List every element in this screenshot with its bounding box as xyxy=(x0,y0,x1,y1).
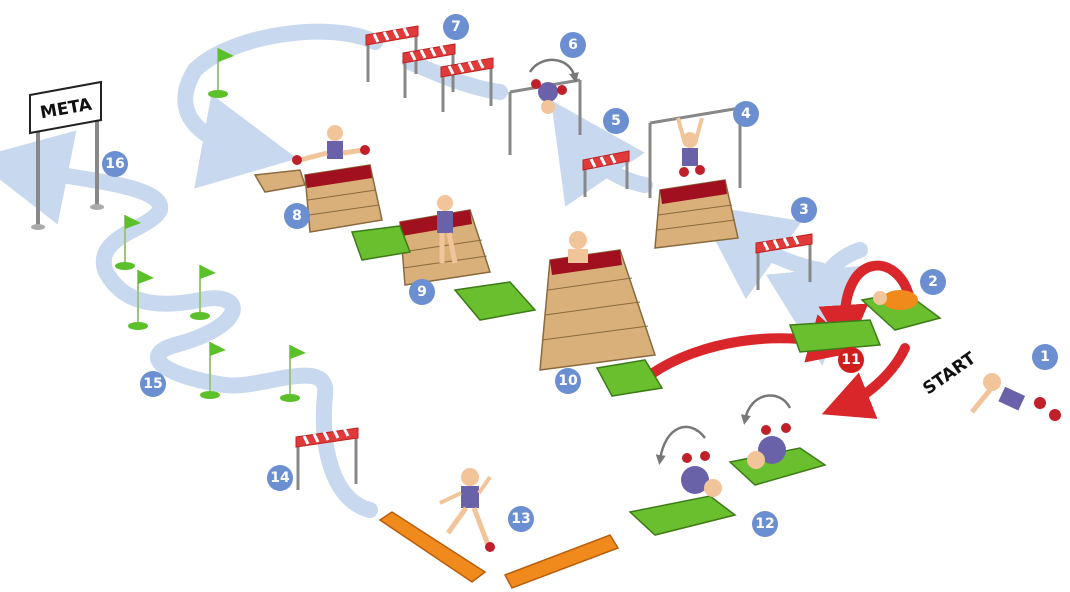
vault-box-8 xyxy=(305,165,382,232)
beam-left xyxy=(380,512,485,582)
station-marker-8: 8 xyxy=(284,203,310,229)
athlete-icon xyxy=(681,451,722,497)
mat-9-10 xyxy=(455,282,535,320)
station-number: 4 xyxy=(741,106,751,122)
station-marker-13: 13 xyxy=(508,506,534,532)
athlete-icon xyxy=(678,118,705,177)
station-number: 1 xyxy=(1040,349,1050,365)
station-number: 16 xyxy=(105,156,124,172)
mat-10 xyxy=(597,360,662,396)
station-marker-16: 16 xyxy=(102,151,128,177)
station-number: 14 xyxy=(270,470,290,486)
rotate-arrow-6 xyxy=(530,60,575,78)
athlete-icon xyxy=(292,125,370,165)
station-number: 15 xyxy=(143,376,162,392)
mat-12a xyxy=(630,496,735,535)
mat-8-9 xyxy=(352,226,410,260)
station-number: 10 xyxy=(558,373,578,389)
station-number: 6 xyxy=(568,37,578,53)
athlete-icon xyxy=(568,231,588,263)
station-marker-11: 11 xyxy=(838,347,864,373)
station-marker-5: 5 xyxy=(603,108,629,134)
station-number: 9 xyxy=(417,284,427,300)
station-number: 11 xyxy=(841,352,860,368)
station-marker-14: 14 xyxy=(267,465,293,491)
athlete-icon xyxy=(972,373,1061,421)
athlete-icon xyxy=(440,468,495,552)
station-marker-6: 6 xyxy=(560,32,586,58)
vault-box-10 xyxy=(540,250,655,370)
start-label: START xyxy=(919,348,980,399)
rotate-arrow-12b xyxy=(745,396,790,421)
station-number: 2 xyxy=(928,274,938,290)
vaulting-boxes xyxy=(255,165,738,370)
station-number: 12 xyxy=(755,516,774,532)
station-number: 13 xyxy=(511,511,530,527)
beam-right xyxy=(505,535,618,588)
station-marker-1: 1 xyxy=(1032,344,1058,370)
rotate-arrow-12a xyxy=(660,427,705,460)
station-marker-9: 9 xyxy=(409,279,435,305)
springboard xyxy=(255,170,305,192)
station-marker-4: 4 xyxy=(733,101,759,127)
station-number: 5 xyxy=(611,113,621,129)
station-number: 3 xyxy=(799,202,809,218)
station-marker-10: 10 xyxy=(555,368,581,394)
finish-sign: META xyxy=(30,82,104,230)
station-marker-3: 3 xyxy=(791,197,817,223)
balance-beams xyxy=(380,512,618,588)
station-number: 7 xyxy=(451,19,461,35)
station-marker-15: 15 xyxy=(140,371,166,397)
station-number: 8 xyxy=(292,208,302,224)
vault-box-4 xyxy=(655,180,738,248)
station-marker-12: 12 xyxy=(752,511,778,537)
station-marker-2: 2 xyxy=(920,269,946,295)
station-marker-7: 7 xyxy=(443,14,469,40)
mat-11 xyxy=(790,320,880,352)
athletes xyxy=(292,79,1061,552)
